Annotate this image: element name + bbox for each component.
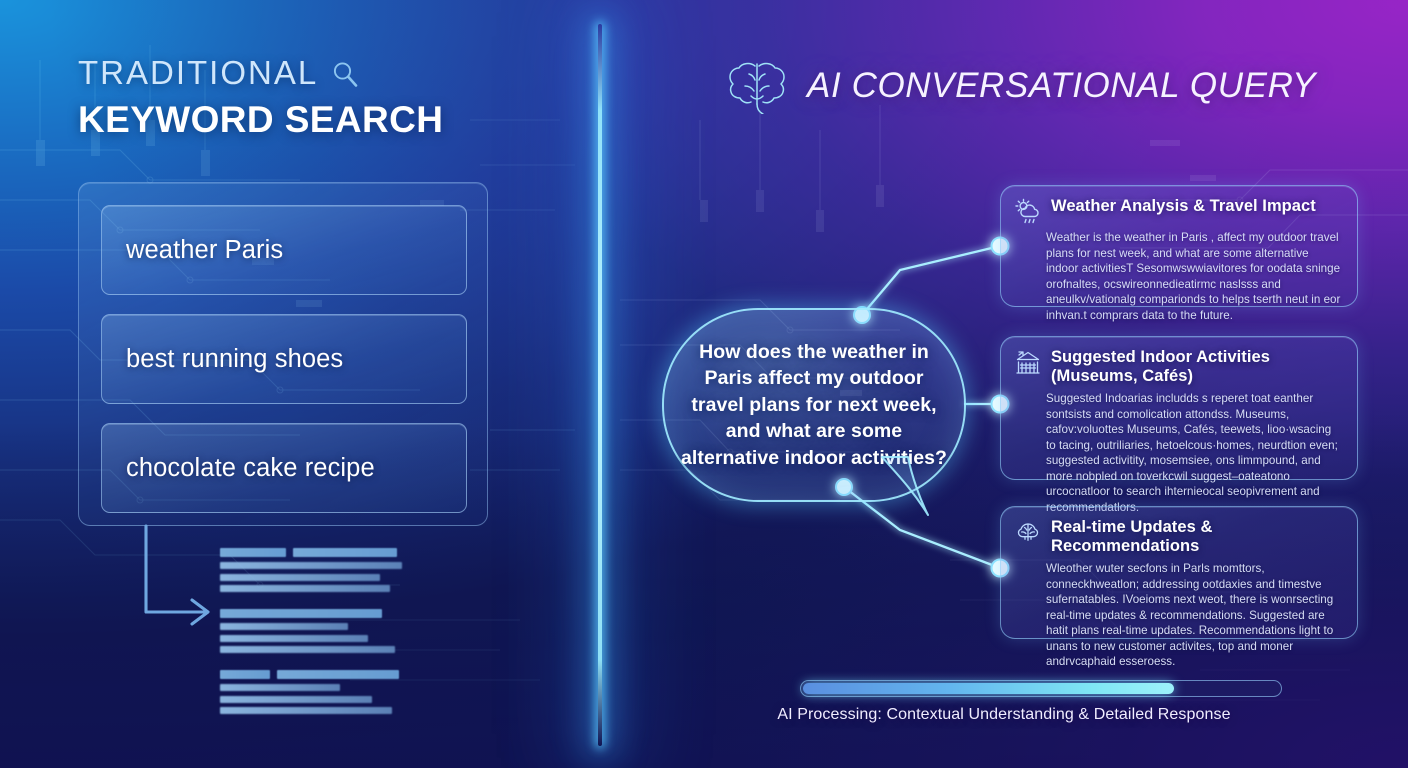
- card-body: Suggested Indoarias includds s reperet t…: [1046, 391, 1338, 514]
- ai-query-bubble: How does the weather in Paris affect my …: [662, 308, 966, 502]
- brain-icon: [729, 62, 785, 114]
- card-header: Real-time Updates & Recommendations: [1014, 518, 1343, 557]
- search-query-text: best running shoes: [126, 344, 344, 373]
- ai-query-text: How does the weather in Paris affect my …: [681, 340, 947, 469]
- ai-query-panel: AI CONVERSATIONAL QUERY: [600, 0, 1408, 768]
- result-item: [220, 548, 420, 592]
- search-query-box[interactable]: best running shoes: [101, 314, 467, 404]
- traditional-search-panel: TRADITIONAL KEYWORD SEARCH weather Paris…: [0, 0, 600, 768]
- card-body: Wleother wuter secfons in Parls momttors…: [1046, 561, 1334, 669]
- search-icon: [330, 59, 360, 89]
- speech-bubble-tail: [881, 456, 929, 516]
- museum-building-icon: [1016, 351, 1040, 374]
- card-title: Real-time Updates & Recommendations: [1051, 518, 1213, 556]
- ai-progress-caption: AI Processing: Contextual Understanding …: [777, 706, 1231, 723]
- search-query-text: weather Paris: [126, 235, 284, 264]
- left-header: TRADITIONAL KEYWORD SEARCH: [78, 56, 548, 138]
- card-header: Suggested Indoor Activities (Museums, Ca…: [1014, 348, 1343, 387]
- search-query-box[interactable]: weather Paris: [101, 205, 467, 295]
- ai-progress-fill: [803, 683, 1175, 694]
- card-body: Weather is the weather in Paris , affect…: [1046, 231, 1341, 322]
- right-header: AI CONVERSATIONAL QUERY: [725, 58, 1316, 114]
- center-divider-glow: [598, 24, 602, 746]
- card-header: Weather Analysis & Travel Impact: [1014, 197, 1343, 226]
- weather-sun-cloud-rain-icon: [1015, 198, 1039, 224]
- response-card[interactable]: Real-time Updates & Recommendations Wleo…: [1000, 506, 1358, 668]
- response-card[interactable]: Suggested Indoor Activities (Museums, Ca…: [1000, 336, 1358, 514]
- search-query-text: chocolate cake recipe: [126, 453, 375, 482]
- search-queries-container: weather Paris best running shoes chocola…: [78, 182, 488, 526]
- left-title-line1-row: TRADITIONAL: [78, 56, 548, 89]
- search-query-box[interactable]: chocolate cake recipe: [101, 423, 467, 513]
- search-results-placeholder: [220, 548, 420, 731]
- ai-progress-bar[interactable]: [800, 680, 1282, 697]
- result-item: [220, 609, 420, 653]
- card-title: Weather Analysis & Travel Impact: [1051, 197, 1316, 215]
- right-title: AI CONVERSATIONAL QUERY: [807, 66, 1317, 105]
- left-title-line2: KEYWORD SEARCH: [78, 99, 444, 140]
- response-card[interactable]: Weather Analysis & Travel Impact Weather…: [1000, 185, 1358, 322]
- brain-neural-icon: [1017, 523, 1039, 541]
- left-title-line1: TRADITIONAL: [78, 54, 319, 91]
- card-title: Suggested Indoor Activities (Museums, Ca…: [1051, 348, 1270, 386]
- arrow-right-icon: [144, 524, 210, 626]
- result-item: [220, 670, 420, 714]
